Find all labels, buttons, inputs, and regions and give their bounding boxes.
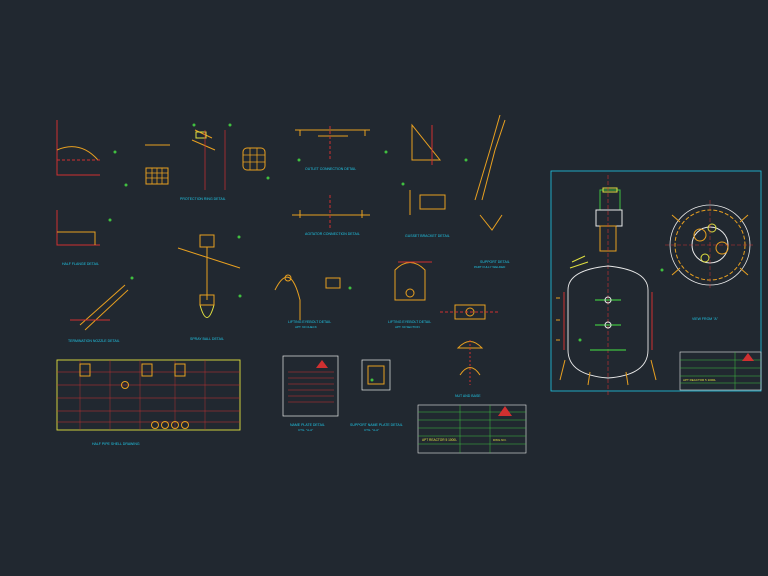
view-from-label: VIEW FROM "A" bbox=[692, 317, 719, 321]
support-label: SUPPORT DETAIL bbox=[480, 260, 510, 264]
gusset-label: GUSSET BRACKET DETAIL bbox=[405, 234, 450, 238]
reactor-sheet: VIEW FROM "A" APT REACTOR 5 1000L bbox=[550, 170, 762, 395]
nut-detail: NUT AND BASE bbox=[440, 304, 500, 398]
hip-flange-detail: HALF FLANGE DETAIL bbox=[56, 120, 117, 266]
lifting-1-sub-label: APT. 90 CHECK bbox=[295, 325, 317, 329]
lifting-1-label: LIFTING EYEBOLT DETAIL bbox=[288, 320, 331, 324]
title-block-dwg: DWG NO. bbox=[493, 438, 507, 442]
agitator-conn-2-label: AGITATOR CONNECTION DETAIL bbox=[305, 232, 360, 236]
gusset-detail: GUSSET BRACKET DETAIL bbox=[405, 123, 450, 238]
termination-nozzle-detail: TERMINATION NOZZLE DETAIL bbox=[68, 276, 134, 343]
support-plate-label: SUPPORT NAME PLATE DETAIL bbox=[350, 423, 403, 427]
protection-ring-detail: PROTECTION RING DETAIL bbox=[124, 129, 270, 201]
title-block-main-title: APT REACTOR 5 1000L bbox=[422, 438, 457, 442]
agitator-connection-detail: OUTLET CONNECTION DETAIL AGITATOR CONNEC… bbox=[292, 126, 370, 236]
nut-label: NUT AND BASE bbox=[455, 394, 481, 398]
lifting-eyebolt-2: LIFTING EYEBOLT DETAIL APT. 90 SECTION bbox=[388, 261, 432, 329]
title-block-main: APT REACTOR 5 1000L DWG NO. bbox=[417, 404, 527, 454]
lifting-eyebolt-1: LIFTING EYEBOLT DETAIL APT. 90 CHECK bbox=[274, 274, 341, 329]
name-plate-label: NAME PLATE DETAIL bbox=[290, 423, 325, 427]
hip-flange-label: HALF FLANGE DETAIL bbox=[62, 262, 99, 266]
support-detail: SUPPORT DETAIL PART FULLY WELDED bbox=[474, 114, 510, 269]
lifting-2-label: LIFTING EYEBOLT DETAIL bbox=[388, 320, 431, 324]
title-block-right-title: APT REACTOR 5 1000L bbox=[683, 378, 716, 382]
support-name-plate-detail: SUPPORT NAME PLATE DETAIL CTG. "A-A" bbox=[350, 359, 403, 432]
half-pipe-label: HALF PIPE SHELL DRAWING bbox=[92, 442, 140, 446]
termination-nozzle-label: TERMINATION NOZZLE DETAIL bbox=[68, 339, 120, 343]
spray-ball-label: SPRAY BALL DETAIL bbox=[190, 337, 224, 341]
support-plate-sub-label: CTG. "A-A" bbox=[364, 428, 379, 432]
leader-markers bbox=[192, 123, 664, 382]
half-pipe-shell-drawing: HALF PIPE SHELL DRAWING bbox=[56, 359, 241, 446]
name-plate-sub-label: CTG. "A-A" bbox=[298, 428, 313, 432]
name-plate-detail: NAME PLATE DETAIL CTG. "A-A" bbox=[282, 355, 339, 432]
lifting-2-sub-label: APT. 90 SECTION bbox=[395, 325, 420, 329]
protection-ring-label: PROTECTION RING DETAIL bbox=[180, 197, 226, 201]
support-sub-label: PART FULLY WELDED bbox=[474, 265, 506, 269]
agitator-conn-1-label: OUTLET CONNECTION DETAIL bbox=[305, 167, 356, 171]
spray-ball-detail: SPRAY BALL DETAIL bbox=[177, 234, 241, 341]
